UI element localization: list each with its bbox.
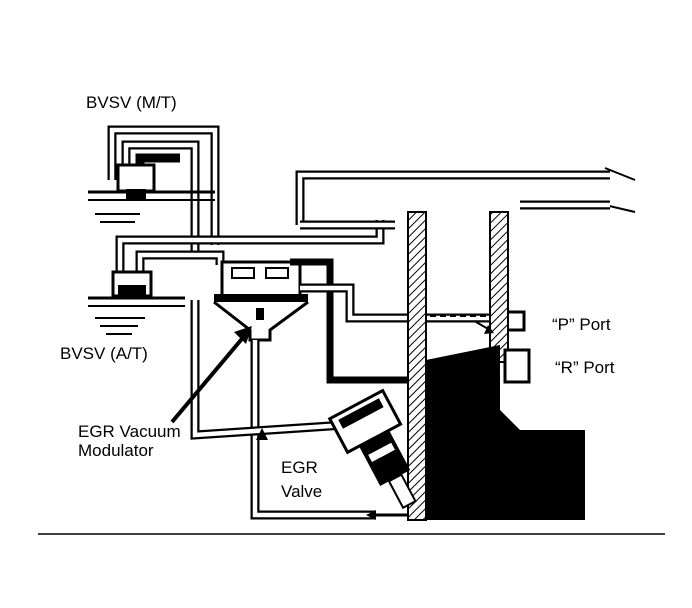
egr-vacuum-modulator-label-line1: EGR Vacuum <box>78 422 181 441</box>
upper-vacuum-line <box>295 167 636 230</box>
throttle-body <box>407 211 585 521</box>
egr-vacuum-modulator <box>213 260 309 342</box>
modulator-to-valve-tube <box>190 300 375 520</box>
egr-valve-label-line2: Valve <box>281 482 323 501</box>
p-port-label: “P” Port <box>552 315 611 334</box>
r-port-label: “R” Port <box>555 358 615 377</box>
egr-valve <box>327 388 417 520</box>
egr-vacuum-modulator-label-line2: Modulator <box>78 441 154 460</box>
r-port-line <box>290 258 420 384</box>
modulator-leader-arrow <box>170 326 252 424</box>
bvsv-at-label: BVSV (A/T) <box>60 344 148 363</box>
bvsv-mt-label: BVSV (M/T) <box>86 93 177 112</box>
bvsv-at-assembly <box>88 220 385 335</box>
bvsv-mt-assembly <box>88 125 220 255</box>
egr-valve-label-line1: EGR <box>281 458 318 477</box>
